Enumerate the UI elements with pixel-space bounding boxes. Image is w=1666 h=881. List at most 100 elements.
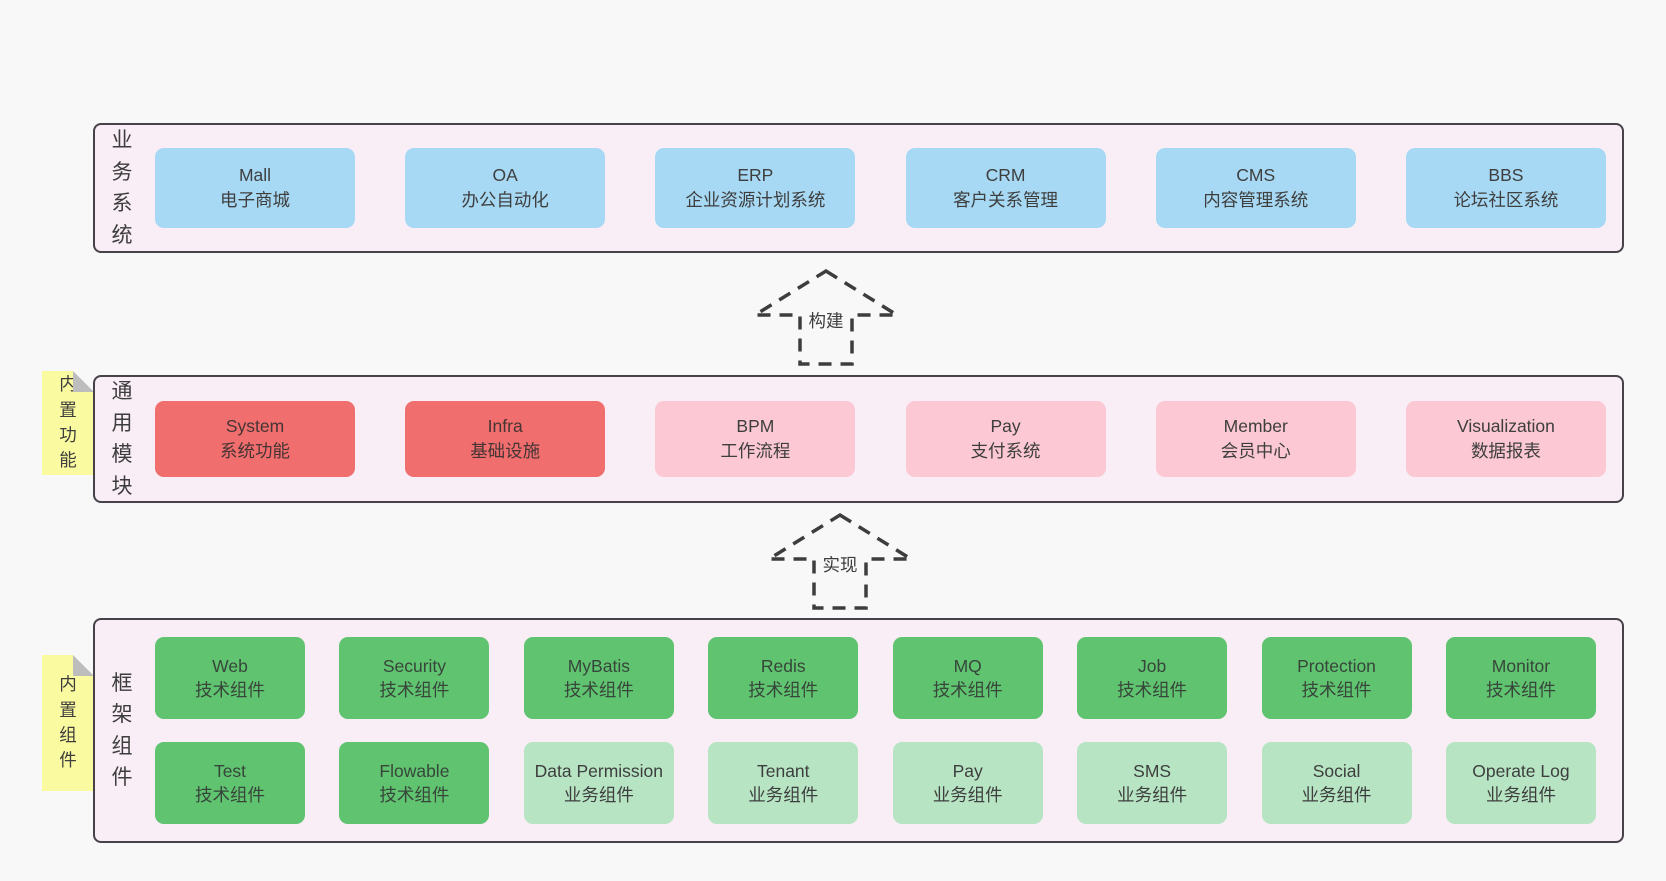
framework-box-rows: Web 技术组件 Security 技术组件 MyBatis 技术组件 Redi…	[155, 620, 1596, 841]
box-name: Pay	[990, 416, 1021, 436]
note-built-in-features: 内置功能	[42, 371, 94, 475]
box-desc: 基础设施	[470, 441, 541, 461]
build-arrow-icon: 构建	[751, 268, 901, 368]
box-name: Flowable	[379, 761, 450, 781]
box-name: Operate Log	[1472, 761, 1570, 781]
box-desc: 技术组件	[379, 785, 450, 805]
box-name: Job	[1138, 656, 1167, 676]
box-desc: 论坛社区系统	[1453, 190, 1559, 210]
box-name: Visualization	[1456, 416, 1555, 436]
business-box-row: Mall 电子商城 OA 办公自动化 ERP 企业资源计划系统 CRM 客户关系…	[155, 125, 1606, 251]
box-desc: 办公自动化	[461, 190, 549, 210]
box-social: Social 业务组件	[1261, 742, 1412, 824]
box-name: Infra	[487, 416, 523, 436]
layer-common-modules: 通用模块 System 系统功能 Infra 基础设施 BPM 工作流程 Pay…	[93, 375, 1624, 503]
box-desc: 技术组件	[748, 680, 819, 700]
box-security: Security 技术组件	[339, 637, 490, 719]
box-cms: CMS 内容管理系统	[1155, 148, 1356, 228]
box-sms: SMS 业务组件	[1077, 742, 1228, 824]
box-desc: 业务组件	[563, 785, 634, 805]
box-operate-log: Operate Log 业务组件	[1445, 742, 1596, 824]
box-mq: MQ 技术组件	[892, 637, 1043, 719]
box-erp: ERP 企业资源计划系统	[655, 148, 856, 228]
box-name: Redis	[760, 656, 806, 676]
layer-title-business: 业务系统	[111, 129, 133, 247]
box-desc: 系统功能	[220, 441, 290, 461]
box-desc: 技术组件	[1485, 680, 1556, 700]
box-pay-system: Pay 支付系统	[905, 401, 1106, 477]
box-desc: 会员中心	[1220, 441, 1291, 461]
box-data-permission: Data Permission 业务组件	[523, 742, 674, 824]
note-fold-corner-icon	[73, 655, 94, 676]
box-crm: CRM 客户关系管理	[905, 148, 1106, 228]
box-mall: Mall 电子商城	[155, 148, 355, 228]
box-test: Test 技术组件	[155, 742, 305, 824]
box-name: Web	[212, 656, 248, 676]
box-mybatis: MyBatis 技术组件	[523, 637, 674, 719]
box-desc: 业务组件	[1301, 785, 1372, 805]
box-desc: 支付系统	[970, 441, 1041, 461]
layer-title-modules: 通用模块	[111, 380, 133, 498]
box-redis: Redis 技术组件	[708, 637, 859, 719]
note-fold-corner-icon	[73, 371, 94, 392]
box-bpm: BPM 工作流程	[655, 401, 856, 477]
box-name: Tenant	[756, 761, 810, 781]
box-desc: 技术组件	[195, 785, 265, 805]
box-tenant: Tenant 业务组件	[708, 742, 859, 824]
box-name: Pay	[952, 761, 983, 781]
box-name: MyBatis	[567, 656, 630, 676]
box-name: Social	[1312, 761, 1361, 781]
box-system: System 系统功能	[155, 401, 355, 477]
box-desc: 技术组件	[932, 680, 1003, 700]
box-visualization: Visualization 数据报表	[1405, 401, 1606, 477]
box-desc: 业务组件	[932, 785, 1003, 805]
box-name: MQ	[953, 656, 982, 676]
box-desc: 客户关系管理	[953, 190, 1059, 210]
box-desc: 电子商城	[220, 190, 290, 210]
box-name: ERP	[737, 165, 774, 185]
box-pay-component: Pay 业务组件	[892, 742, 1043, 824]
box-desc: 业务组件	[1117, 785, 1188, 805]
box-name: CRM	[985, 165, 1026, 185]
box-desc: 业务组件	[748, 785, 819, 805]
box-member: Member 会员中心	[1155, 401, 1356, 477]
box-name: Member	[1223, 416, 1288, 436]
box-name: CMS	[1236, 165, 1276, 185]
box-desc: 技术组件	[1117, 680, 1188, 700]
box-flowable: Flowable 技术组件	[339, 742, 490, 824]
framework-row-1: Web 技术组件 Security 技术组件 MyBatis 技术组件 Redi…	[155, 637, 1596, 719]
box-desc: 工作流程	[720, 441, 791, 461]
box-desc: 技术组件	[195, 680, 265, 700]
note-built-in-components: 内置组件	[42, 655, 94, 791]
framework-row-2: Test 技术组件 Flowable 技术组件 Data Permission …	[155, 742, 1596, 824]
implement-arrow-label: 实现	[819, 552, 861, 577]
box-name: Security	[382, 656, 447, 676]
box-bbs: BBS 论坛社区系统	[1405, 148, 1606, 228]
box-name: Protection	[1297, 656, 1376, 676]
box-desc: 技术组件	[563, 680, 634, 700]
box-desc: 内容管理系统	[1203, 190, 1309, 210]
box-desc: 企业资源计划系统	[685, 190, 826, 210]
box-oa: OA 办公自动化	[405, 148, 606, 228]
note-label: 内置功能	[59, 374, 77, 471]
box-name: Mall	[238, 165, 272, 185]
note-label: 内置组件	[59, 674, 77, 771]
box-web: Web 技术组件	[155, 637, 305, 719]
box-desc: 业务组件	[1485, 785, 1556, 805]
box-desc: 技术组件	[379, 680, 450, 700]
box-name: OA	[492, 165, 518, 185]
box-name: BPM	[736, 416, 775, 436]
box-protection: Protection 技术组件	[1261, 637, 1412, 719]
layer-framework-components: 框架组件 Web 技术组件 Security 技术组件 MyBatis 技术组件…	[93, 618, 1624, 843]
box-infra: Infra 基础设施	[405, 401, 606, 477]
layer-title-framework: 框架组件	[111, 671, 133, 790]
box-name: BBS	[1488, 165, 1524, 185]
box-monitor: Monitor 技术组件	[1445, 637, 1596, 719]
modules-box-row: System 系统功能 Infra 基础设施 BPM 工作流程 Pay 支付系统…	[155, 377, 1606, 501]
layer-business-systems: 业务系统 Mall 电子商城 OA 办公自动化 ERP 企业资源计划系统 CRM…	[93, 123, 1624, 253]
box-name: System	[225, 416, 285, 436]
implement-arrow-icon: 实现	[765, 512, 915, 612]
box-name: SMS	[1133, 761, 1172, 781]
build-arrow-label: 构建	[805, 308, 847, 333]
